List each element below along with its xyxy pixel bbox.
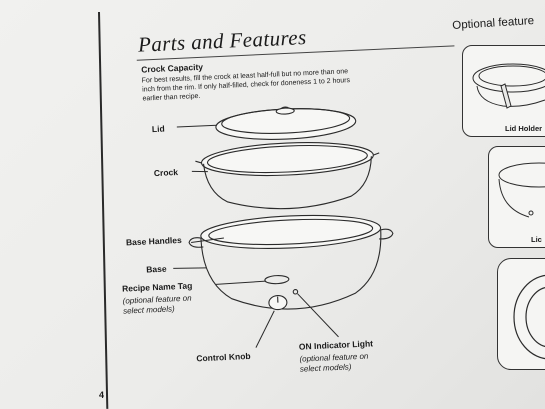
base-drawing [188,214,394,311]
lid-panel-caption: Lic [531,235,542,244]
leader-lines [173,124,339,348]
column-divider [98,11,109,409]
indicator-light-shape [292,289,299,295]
recipe-name-tag-note: (optional feature on select models) [122,294,192,317]
third-accessory-drawing [513,274,545,360]
lid-holder-drawing [472,63,545,109]
on-indicator-light-note: (optional feature on select models) [299,352,369,375]
page-number: 4 [99,390,105,400]
crock-drawing [195,142,380,210]
crock-label: Crock [153,167,179,179]
optional-features-title: Optional feature [452,15,535,32]
slow-cooker-diagram [173,106,394,348]
third-panel [497,258,545,370]
parts-and-features-section: Parts and Features Crock Capacity For be… [108,0,466,409]
lid-holder-panel: Lid Holder [462,45,545,137]
lid-label: Lid [151,123,165,135]
lid-holder-caption: Lid Holder [505,124,543,133]
lid-panel: Lic [488,146,545,248]
recipe-tag-shape [264,275,290,285]
lid-accessory-drawing [498,162,545,218]
lid-drawing [215,106,357,140]
base-label: Base [146,263,167,275]
